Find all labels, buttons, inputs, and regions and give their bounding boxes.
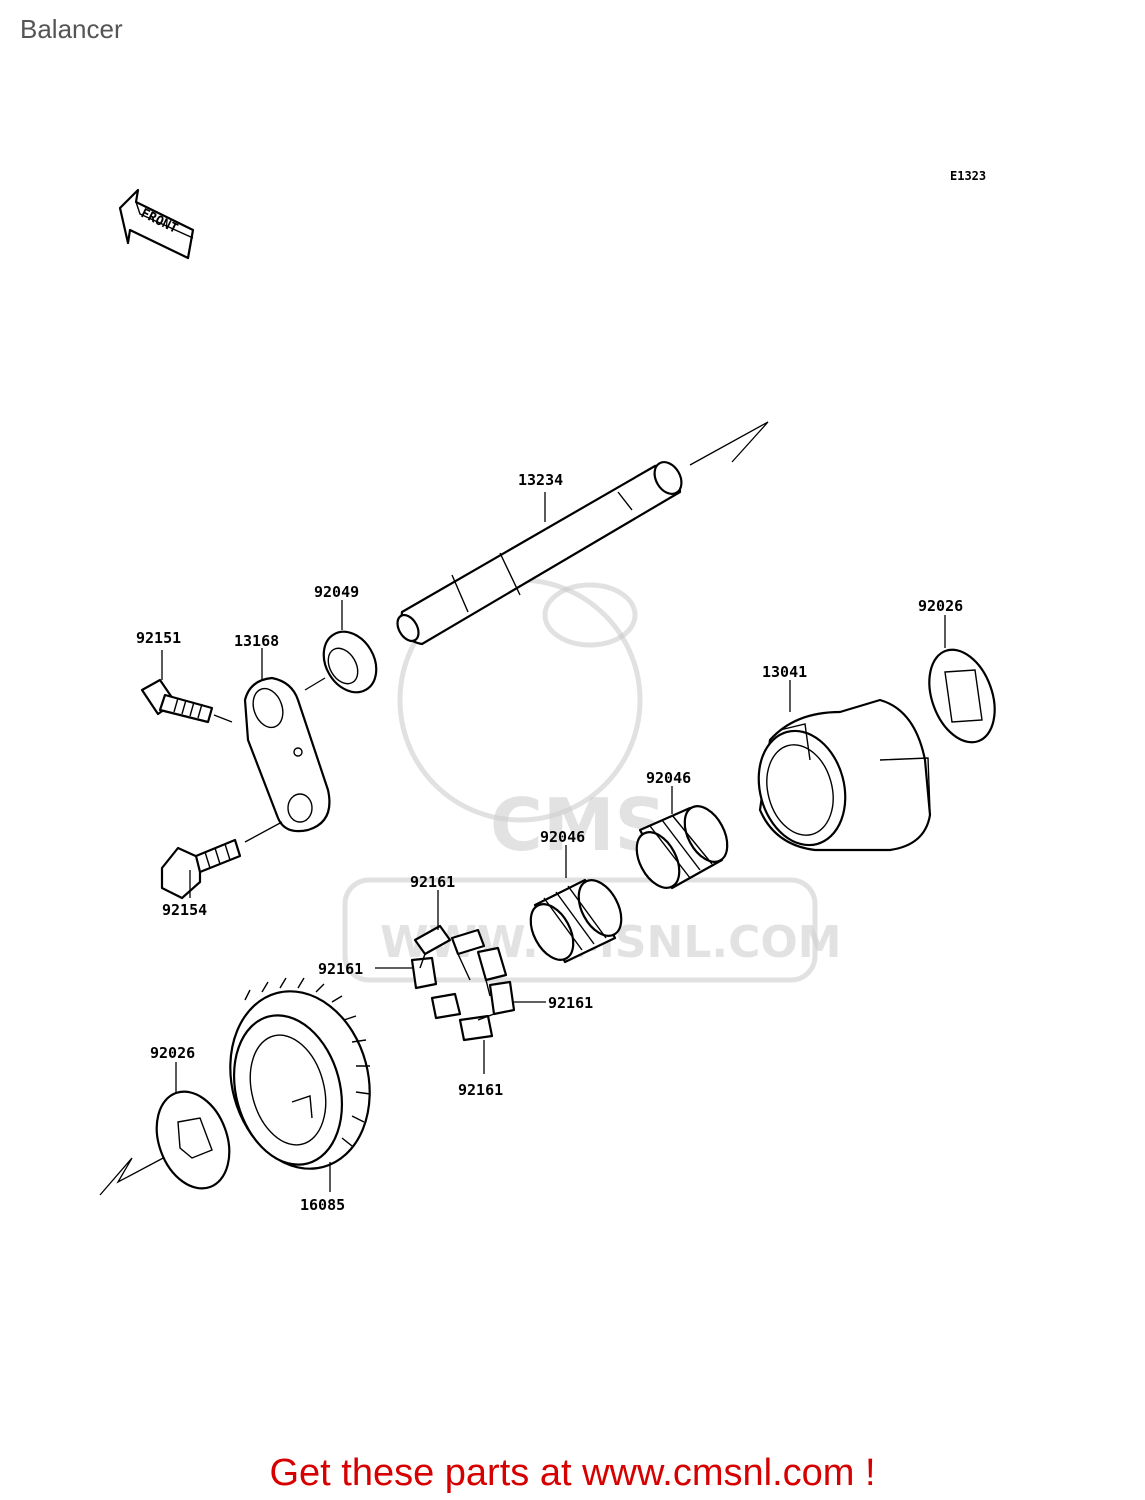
part-label-92046-lower: 92046 [540,828,585,846]
washer-92026-bottom [155,1090,231,1190]
bolt-92154 [160,838,242,900]
page-title: Balancer [20,14,123,44]
washer-92026-top [928,648,996,744]
part-label-92049: 92049 [314,583,359,601]
gear-16085 [229,977,371,1170]
part-label-92161-bottom: 92161 [458,1081,503,1099]
ref-code: E1323 [950,169,986,183]
needle-bearing-92046-lower [529,878,623,964]
seal-92049 [322,630,378,694]
guide-line [689,421,769,466]
part-label-92161-top: 92161 [410,873,455,891]
needle-bearing-92046-upper [635,805,729,890]
guide-line [99,1147,183,1196]
part-label-13168: 13168 [234,632,279,650]
lever-13168 [243,676,331,833]
part-label-13234: 13234 [518,471,563,489]
part-label-16085: 16085 [300,1196,345,1214]
part-label-92026-top: 92026 [918,597,963,615]
bolt-92151 [140,678,214,724]
part-label-92154: 92154 [162,901,207,919]
part-label-92161-left: 92161 [318,960,363,978]
part-label-92151: 92151 [136,629,181,647]
part-label-13041: 13041 [762,663,807,681]
part-label-92046-upper: 92046 [646,769,691,787]
part-label-92161-right: 92161 [548,994,593,1012]
damper-set-92161 [410,924,516,1042]
front-arrow-icon: FRONT [118,188,195,260]
part-label-92026-bottom: 92026 [150,1044,195,1062]
shaft-13234 [396,461,683,646]
hub-13041 [757,698,932,852]
footer-link[interactable]: Get these parts at www.cmsnl.com ! [269,1452,876,1494]
